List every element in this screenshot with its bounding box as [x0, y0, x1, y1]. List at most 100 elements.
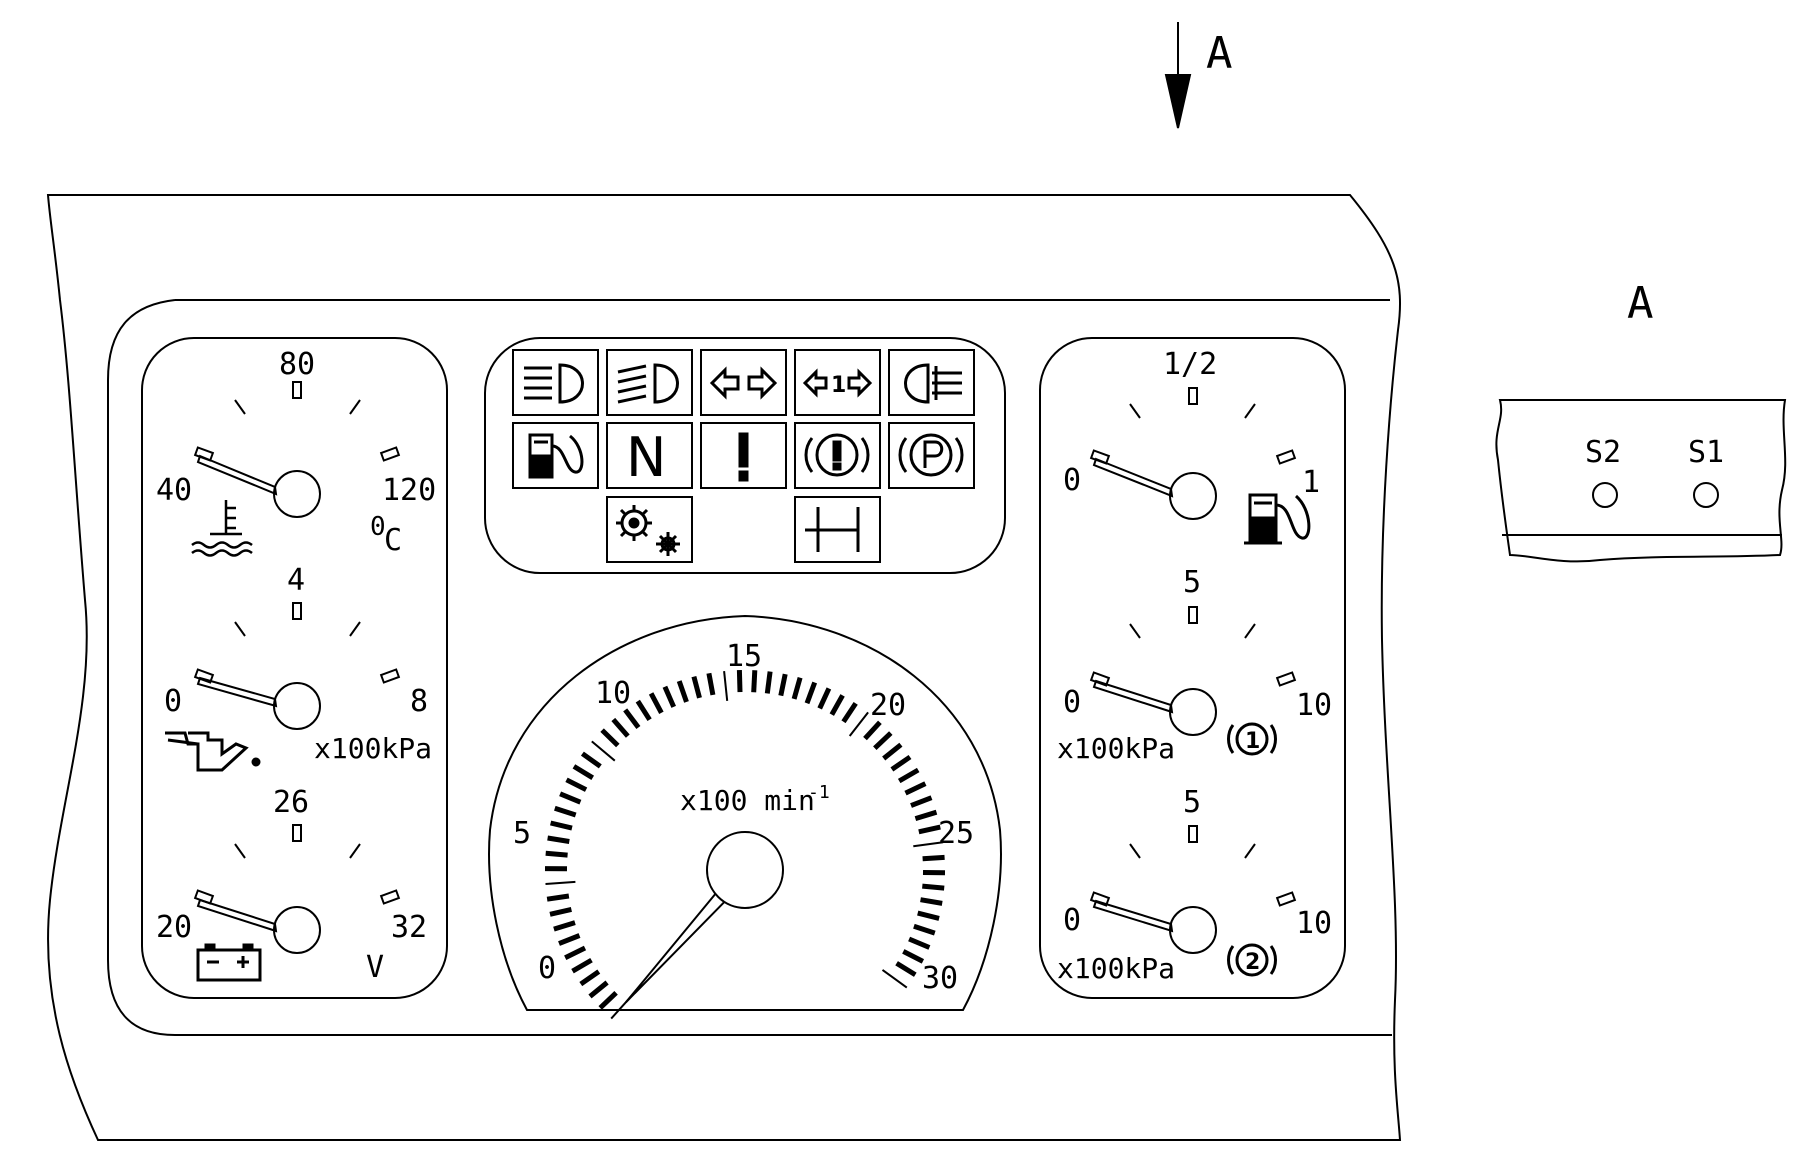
- fuel-left-label: 0: [1063, 463, 1081, 498]
- air1-right-label: 10: [1296, 688, 1332, 723]
- air1-top-label: 5: [1183, 565, 1201, 600]
- tacho-minor-tick: [600, 993, 616, 1008]
- oil-unit-label: x100kPa: [314, 732, 432, 765]
- tacho-label-10: 10: [595, 676, 631, 711]
- tacho-needle-hub: [707, 832, 783, 908]
- tacho-minor-tick: [844, 703, 856, 721]
- lamp-high-beam[interactable]: [513, 350, 598, 415]
- low-beam-icon: [618, 365, 678, 402]
- tacho-minor-tick: [665, 687, 674, 707]
- fuel-reserve-icon: [530, 435, 582, 477]
- tacho-minor-tick: [554, 923, 575, 930]
- voltage-left-label: 20: [156, 910, 192, 945]
- tacho-minor-tick: [581, 972, 599, 985]
- air1-left-label: 0: [1063, 685, 1081, 720]
- air1-unit-label: x100kPa: [1057, 732, 1175, 765]
- tacho-minor-tick: [875, 733, 891, 748]
- warning-exclamation-icon: [740, 434, 747, 480]
- battery-icon: [198, 945, 260, 980]
- tacho-minor-tick: [899, 770, 918, 781]
- tacho-minor-tick: [767, 672, 770, 694]
- tacho-label-0: 0: [538, 951, 556, 986]
- tacho-minor-tick: [625, 710, 638, 728]
- tacho-minor-tick: [865, 722, 880, 738]
- tacho-minor-tick: [550, 909, 571, 914]
- tacho-minor-tick: [694, 677, 700, 698]
- coolant-temperature-gauge: [195, 382, 399, 517]
- tacho-major-tick: [724, 671, 727, 701]
- air-pressure-1-gauge: [1091, 607, 1295, 735]
- tacho-minor-tick: [923, 857, 945, 858]
- voltage-gauge: [195, 825, 399, 953]
- oil-pressure-gauge: [195, 603, 399, 729]
- tacho-minor-tick: [548, 838, 570, 842]
- tacho-minor-tick: [560, 794, 580, 802]
- tacho-minor-tick: [547, 896, 569, 899]
- tacho-unit: x100 min: [680, 784, 815, 817]
- tacho-label-30: 30: [922, 961, 958, 996]
- neutral-indicator-text: N: [626, 426, 666, 489]
- tacho-minor-tick: [807, 683, 815, 704]
- tacho-major-tick: [850, 712, 868, 736]
- voltage-top-label: 26: [273, 785, 309, 820]
- tacho-minor-tick: [906, 784, 926, 794]
- tacho-minor-tick: [820, 688, 829, 708]
- fuel-top-label: 1/2: [1163, 347, 1217, 382]
- tacho-minor-tick: [911, 798, 932, 806]
- tacho-minor-tick: [922, 886, 944, 888]
- tacho-minor-tick: [918, 913, 939, 918]
- view-label: A: [1206, 28, 1233, 79]
- tacho-major-tick: [546, 882, 576, 884]
- tacho-minor-tick: [546, 853, 568, 855]
- lamp-fuel-reserve[interactable]: [513, 423, 598, 488]
- air1-circuit-number: 1: [1245, 729, 1260, 754]
- tacho-minor-tick: [903, 951, 923, 961]
- retarder-icon: [616, 505, 680, 556]
- air2-unit-label: x100kPa: [1057, 952, 1175, 985]
- air2-top-label: 5: [1183, 785, 1201, 820]
- tacho-minor-tick: [574, 766, 593, 777]
- coolant-right-label: 120: [382, 473, 436, 508]
- tacho-minor-tick: [884, 745, 901, 759]
- switch-s1[interactable]: [1694, 483, 1718, 507]
- voltage-right-label: 32: [391, 910, 427, 945]
- air-pressure-2-gauge: [1091, 826, 1295, 953]
- tacho-minor-tick: [781, 674, 785, 696]
- fuel-pump-icon: [1244, 495, 1309, 543]
- air2-left-label: 0: [1063, 903, 1081, 938]
- tacho-minor-tick: [613, 720, 628, 737]
- side-view-label: A: [1627, 278, 1654, 329]
- tacho-minor-tick: [915, 812, 936, 818]
- tacho-minor-tick: [590, 983, 607, 997]
- brake-warning-icon: [806, 435, 868, 475]
- tacho-label-15: 15: [726, 639, 762, 674]
- oil-top-label: 4: [287, 563, 305, 598]
- tacho-label-25: 25: [938, 816, 974, 851]
- tacho-major-tick: [592, 741, 615, 760]
- coolant-top-label: 80: [279, 347, 315, 382]
- tacho-needle: [626, 894, 724, 1002]
- high-beam-icon: [524, 365, 583, 402]
- left-gauge-panel: [142, 338, 447, 998]
- switch-s2-label: S2: [1585, 435, 1621, 470]
- switch-s2[interactable]: [1593, 483, 1617, 507]
- lamp-retarder[interactable]: [607, 497, 692, 562]
- tacho-minor-tick: [897, 963, 916, 975]
- tacho-minor-tick: [638, 701, 650, 720]
- side-view-outline: [1496, 400, 1785, 561]
- fuel-level-gauge: [1091, 388, 1295, 519]
- oil-can-icon: [165, 733, 259, 770]
- air2-right-label: 10: [1296, 906, 1332, 941]
- tacho-minor-tick: [651, 693, 661, 712]
- turn-signals-icon: [712, 370, 775, 396]
- tacho-minor-tick: [909, 939, 929, 948]
- coolant-left-label: 40: [156, 473, 192, 508]
- tacho-minor-tick: [921, 900, 943, 904]
- tacho-minor-tick: [573, 960, 592, 971]
- tacho-label-5: 5: [513, 816, 531, 851]
- right-gauge-panel: [1040, 338, 1345, 998]
- tacho-minor-tick: [679, 681, 686, 702]
- tacho-major-tick: [883, 970, 907, 988]
- tacho-minor-tick: [602, 730, 618, 745]
